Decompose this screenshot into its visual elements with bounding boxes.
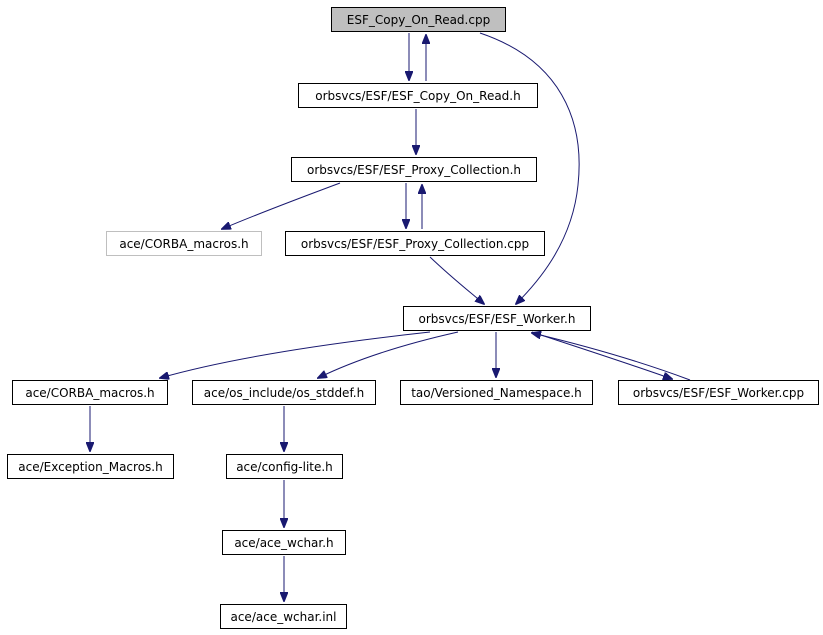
node-esf-worker-h[interactable]: orbsvcs/ESF/ESF_Worker.h (403, 306, 591, 331)
node-exception-macros-h[interactable]: ace/Exception_Macros.h (7, 454, 174, 479)
node-label: ace/ace_wchar.inl (230, 609, 337, 624)
edge-n5-to-n7 (318, 331, 459, 378)
node-os-stddef-h[interactable]: ace/os_include/os_stddef.h (192, 380, 376, 405)
node-esf-worker-cpp[interactable]: orbsvcs/ESF/ESF_Worker.cpp (618, 380, 819, 405)
node-label: ace/config-lite.h (236, 459, 333, 474)
edge-n4-to-n5 (429, 256, 484, 304)
node-esf-copy-on-read-h[interactable]: orbsvcs/ESF/ESF_Copy_On_Read.h (298, 83, 538, 108)
node-ace-wchar-inl[interactable]: ace/ace_wchar.inl (220, 604, 347, 629)
node-label: ESF_Copy_On_Read.cpp (346, 12, 491, 27)
node-label: tao/Versioned_Namespace.h (411, 385, 582, 400)
node-esf-proxy-collection-h[interactable]: orbsvcs/ESF/ESF_Proxy_Collection.h (291, 157, 537, 182)
node-corba-macros-h[interactable]: ace/CORBA_macros.h (12, 380, 168, 405)
node-versioned-namespace-h[interactable]: tao/Versioned_Namespace.h (400, 380, 593, 405)
node-label: orbsvcs/ESF/ESF_Worker.cpp (632, 385, 805, 400)
node-ace-wchar-h[interactable]: ace/ace_wchar.h (222, 530, 346, 555)
node-label: ace/CORBA_macros.h (25, 385, 155, 400)
edge-n9-to-n5 (532, 333, 691, 381)
node-label: ace/CORBA_macros.h (119, 236, 249, 251)
node-label: orbsvcs/ESF/ESF_Proxy_Collection.h (306, 162, 522, 177)
node-corba-macros-h-external[interactable]: ace/CORBA_macros.h (106, 231, 262, 256)
node-label: orbsvcs/ESF/ESF_Worker.h (418, 311, 576, 326)
edge-n2-to-n3 (222, 182, 341, 229)
node-label: ace/os_include/os_stddef.h (203, 385, 365, 400)
edge-n0-to-n5 (479, 32, 580, 304)
node-label: ace/ace_wchar.h (234, 535, 334, 550)
node-label: orbsvcs/ESF/ESF_Proxy_Collection.cpp (300, 236, 530, 251)
edge-n5-to-n9 (531, 331, 672, 379)
edge-n5-to-n6 (160, 331, 431, 378)
node-label: orbsvcs/ESF/ESF_Copy_On_Read.h (315, 88, 521, 103)
node-label: ace/Exception_Macros.h (18, 459, 163, 474)
node-esf-proxy-collection-cpp[interactable]: orbsvcs/ESF/ESF_Proxy_Collection.cpp (285, 231, 545, 256)
node-config-lite-h[interactable]: ace/config-lite.h (226, 454, 343, 479)
node-esf-copy-on-read-cpp[interactable]: ESF_Copy_On_Read.cpp (331, 7, 506, 32)
